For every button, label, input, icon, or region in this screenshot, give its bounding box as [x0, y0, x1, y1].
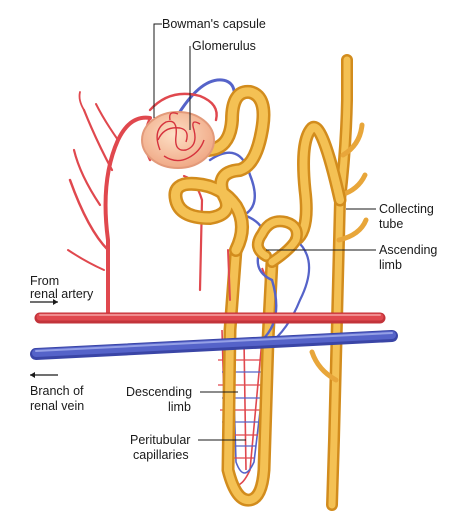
label-peritubular-1: Peritubular — [130, 433, 190, 447]
label-from-renal-artery-2: renal artery — [30, 287, 94, 301]
renal-artery — [34, 312, 386, 324]
renal-vein — [30, 330, 398, 360]
label-collecting-1: Collecting — [379, 202, 434, 216]
convoluted-tubule — [168, 84, 303, 268]
label-peritubular-2: capillaries — [133, 448, 189, 462]
label-from-renal-artery-1: From — [30, 274, 59, 288]
artery-flow-arrow — [30, 299, 58, 305]
label-bowmans-capsule: Bowman's capsule — [162, 17, 266, 31]
bowmans-capsule — [141, 111, 215, 169]
collecting-tube — [289, 54, 369, 511]
label-ascending-2: limb — [379, 258, 402, 272]
label-glomerulus: Glomerulus — [192, 39, 256, 53]
label-collecting-2: tube — [379, 217, 403, 231]
label-descending-2: limb — [168, 400, 191, 414]
label-descending-1: Descending — [126, 385, 192, 399]
glomerulus — [156, 112, 205, 162]
label-branch-renal-vein-2: renal vein — [30, 399, 84, 413]
label-branch-renal-vein-1: Branch of — [30, 384, 84, 398]
leader-bowmans — [153, 23, 162, 118]
label-ascending-1: Ascending — [379, 243, 437, 257]
loop-of-henle — [221, 243, 279, 507]
vein-flow-arrow — [30, 372, 58, 378]
